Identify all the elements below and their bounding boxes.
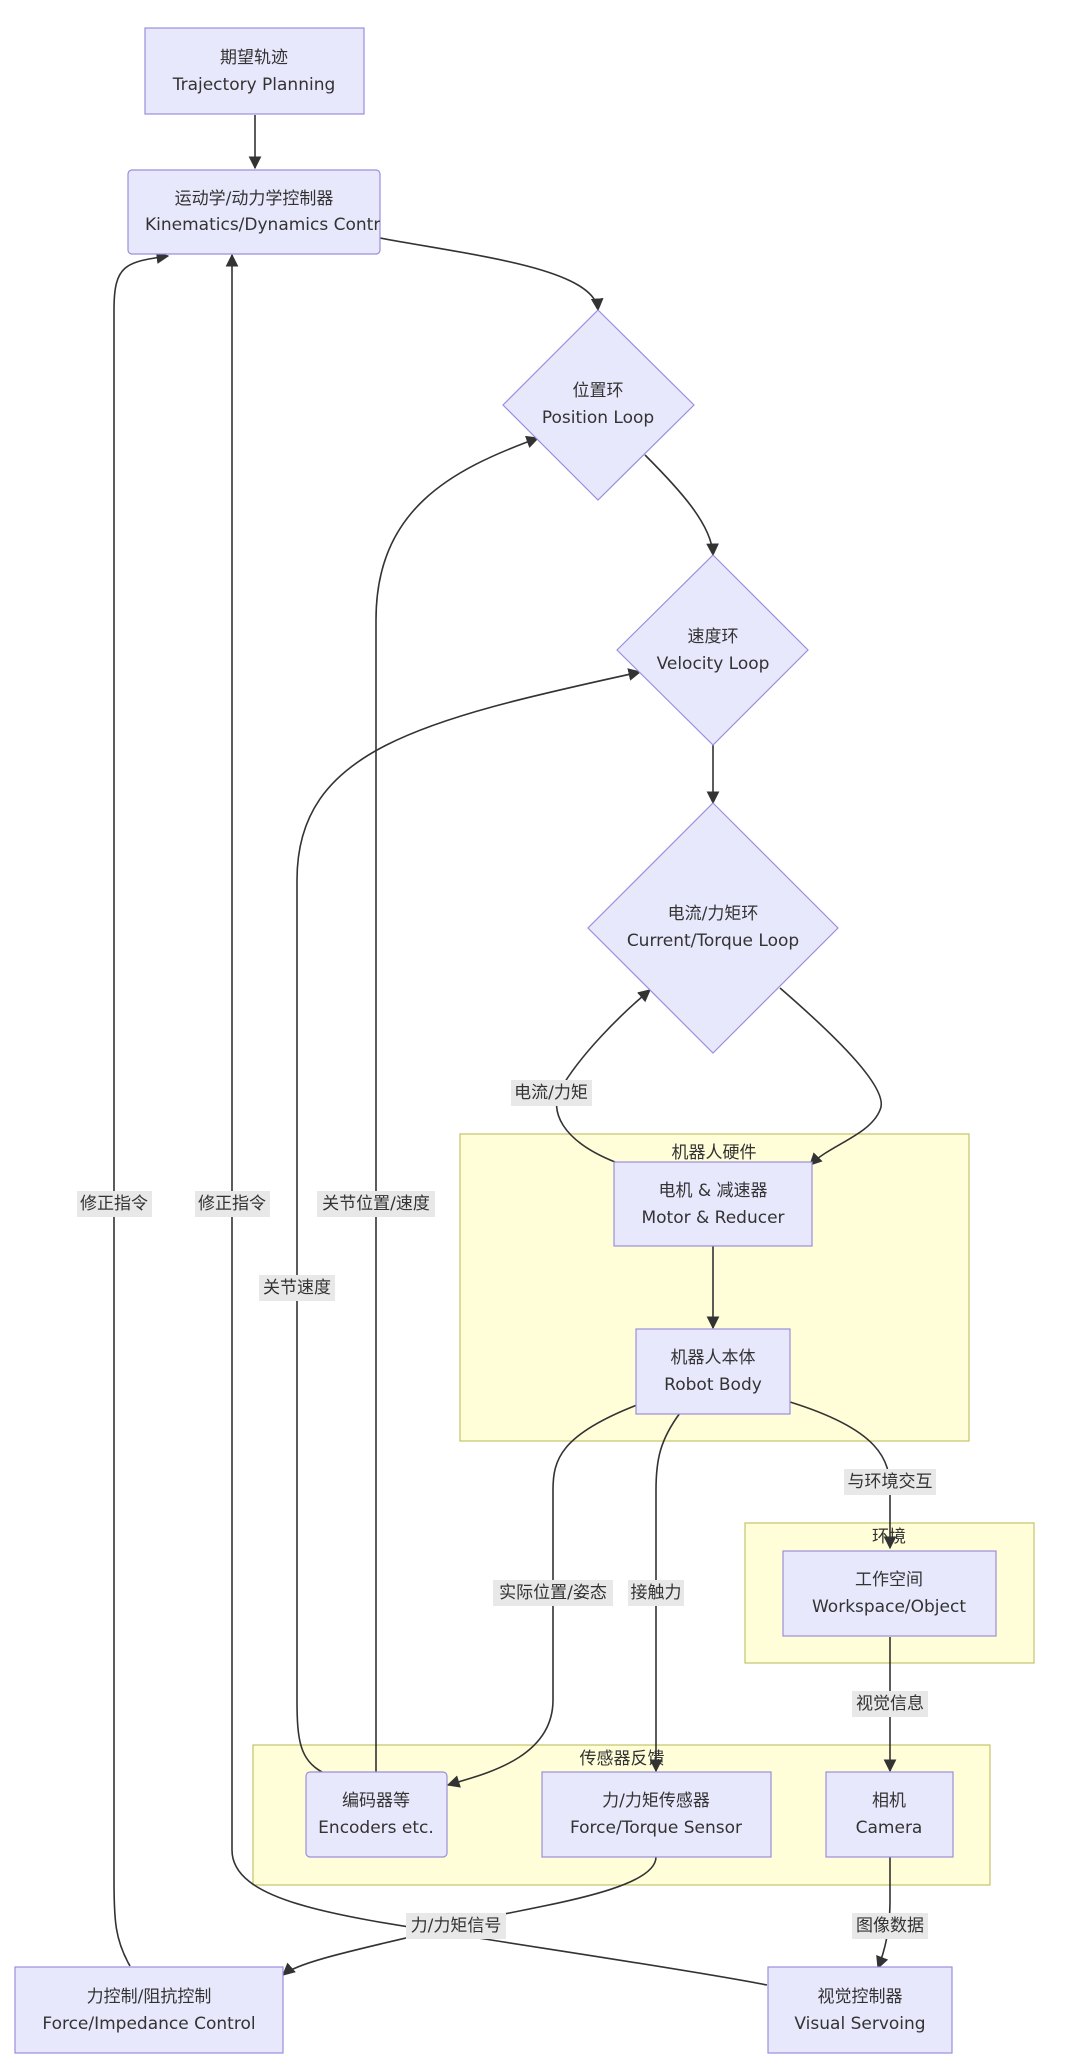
svg-text:修正指令: 修正指令	[80, 1194, 148, 1214]
edges	[113, 115, 897, 1986]
edge-label-joint-pos-vel: 关节位置/速度	[317, 1191, 435, 1217]
svg-text:机器人本体: 机器人本体	[671, 1348, 756, 1368]
svg-text:电流/力矩: 电流/力矩	[514, 1083, 588, 1103]
edge-forcecontrol-to-controller	[113, 251, 170, 1967]
svg-text:图像数据: 图像数据	[856, 1916, 924, 1936]
edge-label-env-interaction: 与环境交互	[844, 1469, 936, 1495]
svg-text:编码器等: 编码器等	[342, 1791, 410, 1811]
edge-encoders-to-velocity	[296, 668, 642, 1773]
cluster-title-environment: 环境	[872, 1527, 906, 1547]
svg-text:关节位置/速度: 关节位置/速度	[322, 1194, 430, 1214]
svg-text:Workspace/Object: Workspace/Object	[812, 1597, 966, 1617]
svg-text:电流/力矩环: 电流/力矩环	[668, 904, 759, 924]
svg-text:Kinematics/Dynamics Contr: Kinematics/Dynamics Contr	[145, 215, 380, 235]
svg-text:视觉控制器: 视觉控制器	[818, 1987, 903, 2007]
svg-text:接触力: 接触力	[631, 1583, 682, 1603]
edge-robotbody-to-encoders	[446, 1404, 638, 1788]
svg-text:Robot Body: Robot Body	[664, 1375, 762, 1395]
edge-label-actual-pose: 实际位置/姿态	[493, 1580, 613, 1606]
svg-text:工作空间: 工作空间	[855, 1570, 923, 1590]
svg-text:速度环: 速度环	[688, 627, 739, 647]
node-trajectory-planning: 期望轨迹 Trajectory Planning	[144, 27, 365, 115]
svg-text:运动学/动力学控制器: 运动学/动力学控制器	[175, 189, 334, 209]
svg-text:力/力矩传感器: 力/力矩传感器	[602, 1791, 710, 1811]
edge-visualservo-to-controller	[225, 253, 768, 1986]
svg-text:Visual Servoing: Visual Servoing	[794, 2014, 925, 2034]
node-velocity-loop: 速度环 Velocity Loop	[616, 554, 809, 746]
svg-text:Force/Torque Sensor: Force/Torque Sensor	[570, 1818, 742, 1838]
node-encoders: 编码器等 Encoders etc.	[305, 1771, 448, 1858]
edge-label-correction-right: 修正指令	[195, 1191, 270, 1217]
svg-text:Motor & Reducer: Motor & Reducer	[641, 1208, 784, 1228]
node-workspace-object: 工作空间 Workspace/Object	[782, 1550, 997, 1637]
edge-label-correction-left: 修正指令	[77, 1191, 152, 1217]
edge-position-to-velocity	[644, 454, 720, 557]
edge-robotbody-to-ftsensor	[649, 1412, 681, 1773]
svg-text:位置环: 位置环	[573, 381, 624, 401]
svg-text:与环境交互: 与环境交互	[848, 1472, 933, 1492]
edge-label-contact-force: 接触力	[628, 1580, 684, 1606]
svg-text:修正指令: 修正指令	[198, 1194, 266, 1214]
edge-label-joint-velocity: 关节速度	[259, 1275, 335, 1301]
svg-text:Current/Torque Loop: Current/Torque Loop	[627, 931, 799, 951]
node-camera: 相机 Camera	[825, 1771, 954, 1858]
svg-text:力控制/阻抗控制: 力控制/阻抗控制	[87, 1987, 212, 2007]
node-force-impedance-control: 力控制/阻抗控制 Force/Impedance Control	[14, 1966, 284, 2054]
nodes: 期望轨迹 Trajectory Planning 运动学/动力学控制器 Kine…	[14, 27, 997, 2054]
svg-text:期望轨迹: 期望轨迹	[220, 48, 288, 68]
edge-label-image-data: 图像数据	[852, 1913, 928, 1939]
node-current-torque-loop: 电流/力矩环 Current/Torque Loop	[587, 802, 839, 1054]
edge-labels: 电流/力矩 修正指令 修正指令 关节位置/速度 关节速度 与环境交互 实际位置/…	[77, 1080, 936, 1939]
svg-text:Position Loop: Position Loop	[542, 408, 654, 428]
node-motor-reducer: 电机 & 减速器 Motor & Reducer	[613, 1161, 813, 1247]
edge-label-ft-signal: 力/力矩信号	[406, 1913, 506, 1939]
svg-text:相机: 相机	[872, 1791, 906, 1811]
cluster-title-sensors: 传感器反馈	[580, 1749, 665, 1769]
svg-text:实际位置/姿态: 实际位置/姿态	[499, 1583, 607, 1603]
svg-text:Force/Impedance Control: Force/Impedance Control	[42, 2014, 255, 2034]
cluster-title-hardware: 机器人硬件	[672, 1143, 757, 1163]
node-force-torque-sensor: 力/力矩传感器 Force/Torque Sensor	[541, 1771, 772, 1858]
edge-controller-to-position	[379, 237, 604, 312]
edge-label-current-torque: 电流/力矩	[511, 1080, 592, 1106]
node-robot-body: 机器人本体 Robot Body	[635, 1328, 791, 1415]
node-visual-servoing: 视觉控制器 Visual Servoing	[767, 1966, 953, 2054]
svg-text:视觉信息: 视觉信息	[856, 1694, 924, 1714]
svg-text:Encoders etc.: Encoders etc.	[318, 1818, 434, 1838]
svg-text:Velocity Loop: Velocity Loop	[657, 654, 770, 674]
svg-text:Trajectory Planning: Trajectory Planning	[172, 75, 336, 95]
svg-text:力/力矩信号: 力/力矩信号	[411, 1916, 502, 1936]
svg-text:电机 & 减速器: 电机 & 减速器	[658, 1181, 767, 1201]
node-position-loop: 位置环 Position Loop	[502, 309, 695, 501]
edge-current-to-motor	[779, 987, 883, 1166]
svg-text:Camera: Camera	[856, 1818, 923, 1838]
edge-encoders-to-position	[375, 435, 540, 1772]
node-kinematics-controller: 运动学/动力学控制器 Kinematics/Dynamics Contr	[127, 169, 381, 255]
edge-label-visual-info: 视觉信息	[852, 1691, 928, 1717]
svg-text:关节速度: 关节速度	[263, 1278, 331, 1298]
